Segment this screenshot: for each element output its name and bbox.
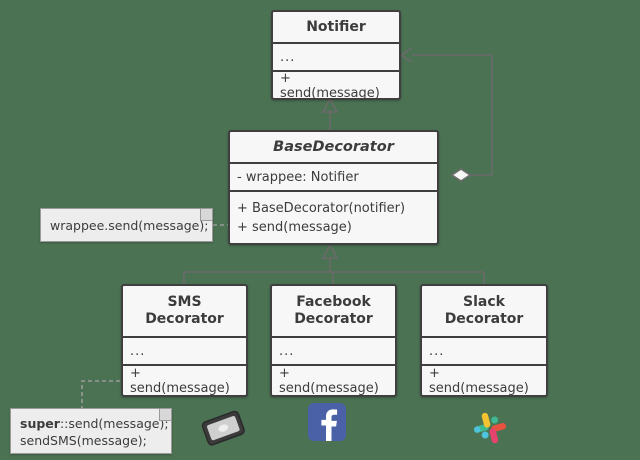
note-wrappee-send: wrappee.send(message);: [40, 208, 213, 242]
class-name-slack-line2: Decorator: [444, 311, 524, 327]
class-name-sms-line2: Decorator: [145, 311, 224, 327]
class-box-sms-decorator[interactable]: SMS Decorator ... + send(message): [121, 284, 248, 397]
class-name-sms-line1: SMS: [167, 294, 202, 310]
method-send: + send(message): [279, 366, 379, 396]
slack-logo-icon: [466, 404, 514, 452]
class-name-facebook-line2: Decorator: [294, 311, 373, 327]
note-keyword-super: super: [20, 416, 60, 431]
method-send: + send(message): [237, 219, 352, 235]
fields-text: ...: [280, 49, 296, 65]
method-send: + send(message): [429, 366, 529, 396]
class-methods-notifier: + send(message): [273, 71, 399, 101]
class-methods-facebook: + send(message): [272, 366, 395, 396]
class-name-slack-line1: Slack: [463, 294, 505, 310]
class-box-facebook-decorator[interactable]: Facebook Decorator ... + send(message): [270, 284, 397, 397]
note-fold-corner: [200, 209, 212, 221]
class-title-slack: Slack Decorator: [422, 286, 546, 338]
note-sms-super-send: super::send(message); sendSMS(message);: [10, 408, 172, 454]
method-send: + send(message): [130, 366, 230, 396]
class-name-facebook-line1: Facebook: [296, 294, 371, 310]
note-line-1: super::send(message);: [20, 415, 169, 432]
smartphone-icon: [196, 410, 252, 450]
method-constructor: + BaseDecorator(notifier): [237, 200, 406, 216]
class-title-sms: SMS Decorator: [123, 286, 246, 338]
fields-text: ...: [429, 343, 445, 359]
class-methods-sms: + send(message): [123, 366, 246, 396]
class-box-basedecorator[interactable]: BaseDecorator - wrappee: Notifier + Base…: [228, 130, 439, 245]
class-title-basedecorator: BaseDecorator: [230, 132, 437, 164]
class-fields-notifier: ...: [273, 44, 399, 72]
class-name-notifier: Notifier: [306, 18, 366, 35]
class-fields-sms: ...: [123, 338, 246, 366]
method-send: + send(message): [280, 71, 380, 101]
note-line-2: sendSMS(message);: [20, 433, 147, 448]
class-box-slack-decorator[interactable]: Slack Decorator ... + send(message): [420, 284, 548, 397]
class-methods-basedecorator: + BaseDecorator(notifier) + send(message…: [230, 192, 437, 243]
fields-text: ...: [130, 343, 146, 359]
note-line1-rest: ::send(message);: [59, 416, 169, 431]
class-title-notifier: Notifier: [273, 12, 399, 44]
class-fields-slack: ...: [422, 338, 546, 366]
fields-text: ...: [279, 343, 295, 359]
class-fields-facebook: ...: [272, 338, 395, 366]
note-fold-corner: [159, 409, 171, 421]
class-methods-slack: + send(message): [422, 366, 546, 396]
class-box-notifier[interactable]: Notifier ... + send(message): [271, 10, 401, 101]
class-fields-basedecorator: - wrappee: Notifier: [230, 164, 437, 192]
note-text: wrappee.send(message);: [50, 217, 209, 233]
field-wrappee: - wrappee: Notifier: [237, 169, 359, 185]
class-name-basedecorator: BaseDecorator: [273, 138, 394, 155]
facebook-logo-icon: [305, 400, 349, 444]
class-title-facebook: Facebook Decorator: [272, 286, 395, 338]
